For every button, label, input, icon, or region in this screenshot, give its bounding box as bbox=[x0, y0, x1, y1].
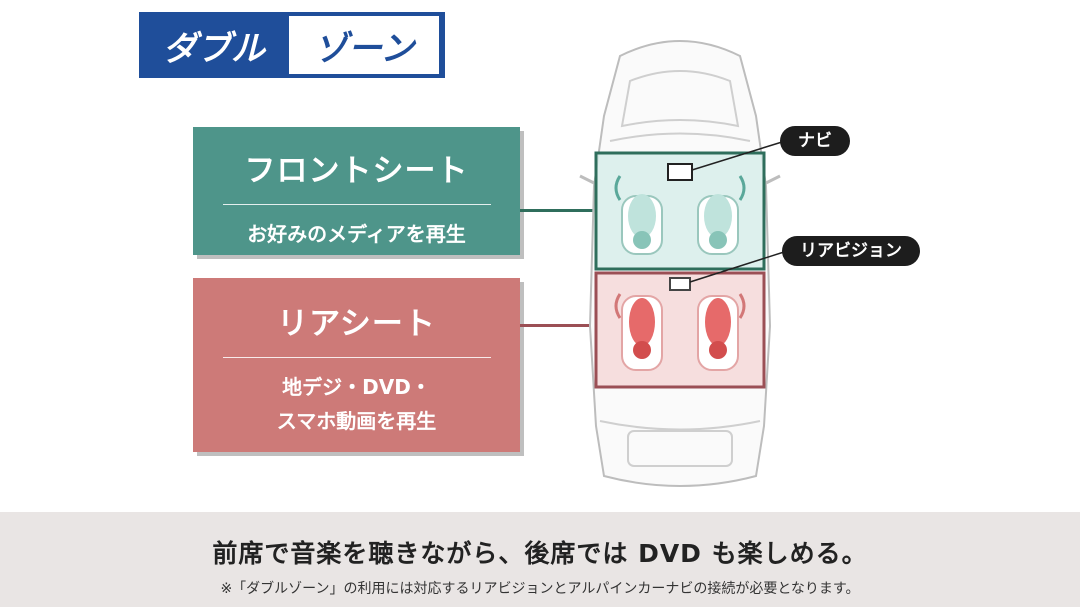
front-seat-divider bbox=[222, 204, 491, 205]
front-seat-title: フロントシート bbox=[244, 153, 469, 189]
rear-seat-subtitle-line1: 地デジ・DVD・ bbox=[282, 375, 431, 399]
rear-vision-unit bbox=[669, 277, 691, 291]
rear-seat-title: リアシート bbox=[277, 306, 436, 342]
rear-left-seat bbox=[621, 295, 663, 371]
front-left-seat bbox=[621, 194, 663, 255]
logo-part2: ゾーン bbox=[289, 16, 439, 74]
footer-note: ※「ダブルゾーン」の利用には対応するリアビジョンとアルパインカーナビの接続が必要… bbox=[220, 581, 860, 597]
navi-unit bbox=[667, 163, 693, 181]
rear-seat-panel: リアシート 地デジ・DVD・ スマホ動画を再生 bbox=[193, 278, 520, 452]
double-zone-logo: ダブル ゾーン bbox=[139, 12, 445, 78]
logo-part1: ダブル bbox=[163, 28, 265, 69]
rear-seat-divider bbox=[222, 357, 491, 358]
footer-headline: 前席で音楽を聴きながら、後席では DVD も楽しめる。 bbox=[212, 539, 868, 568]
front-seat-subtitle: お好みのメディアを再生 bbox=[247, 222, 466, 246]
rear-right-seat bbox=[697, 295, 739, 371]
rear-seat-subtitle-line2: スマホ動画を再生 bbox=[276, 409, 437, 433]
car-top-view-illustration bbox=[579, 40, 785, 487]
rear-connector-line bbox=[520, 324, 597, 327]
navi-tag: ナビ bbox=[780, 126, 850, 156]
front-right-seat bbox=[697, 194, 739, 255]
footer-band: 前席で音楽を聴きながら、後席では DVD も楽しめる。 ※「ダブルゾーン」の利用… bbox=[0, 512, 1080, 607]
front-connector-line bbox=[520, 209, 597, 212]
rear-vision-tag: リアビジョン bbox=[782, 236, 920, 266]
front-seat-panel: フロントシート お好みのメディアを再生 bbox=[193, 127, 520, 255]
